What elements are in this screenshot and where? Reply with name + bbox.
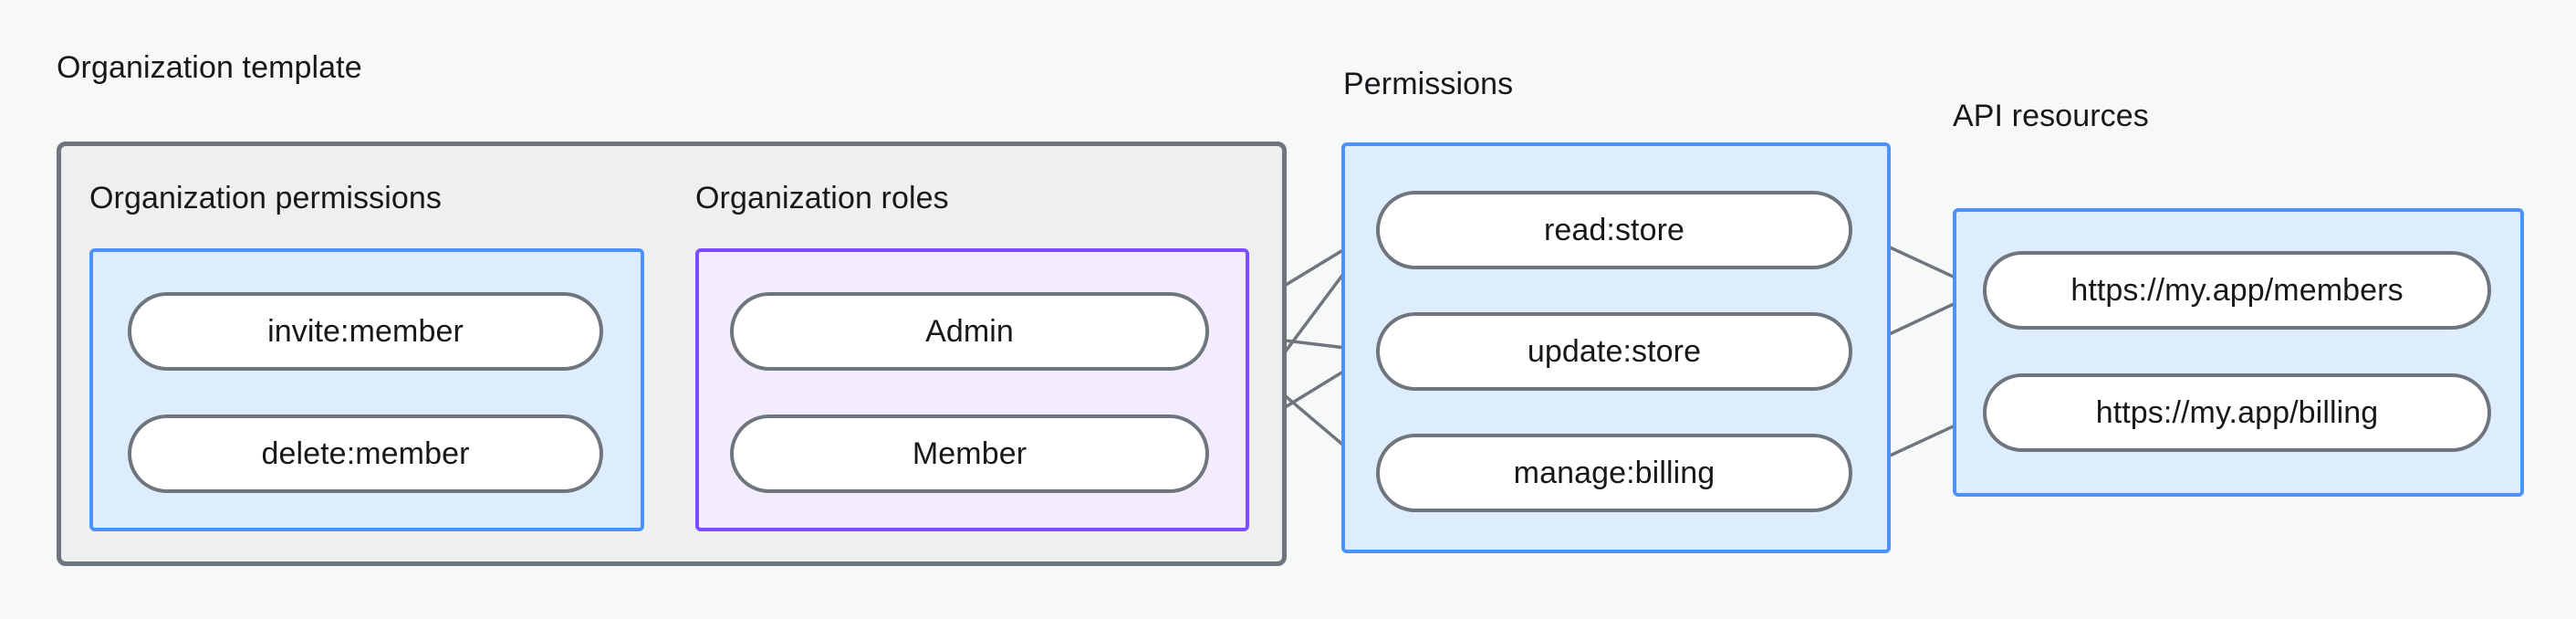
node-admin[interactable]: Admin — [730, 292, 1209, 371]
node-members-resource-label: https://my.app/members — [2070, 272, 2404, 308]
node-read-store[interactable]: read:store — [1376, 191, 1852, 269]
node-delete-member-label: delete:member — [261, 435, 470, 471]
node-invite-member[interactable]: invite:member — [128, 292, 603, 371]
node-delete-member[interactable]: delete:member — [128, 414, 603, 493]
node-manage-billing-label: manage:billing — [1513, 455, 1716, 490]
permissions-label: Permissions — [1343, 67, 1514, 101]
node-invite-member-label: invite:member — [267, 313, 464, 349]
organization-permissions-label: Organization permissions — [89, 181, 443, 215]
node-members-resource[interactable]: https://my.app/members — [1983, 251, 2491, 330]
node-update-store[interactable]: update:store — [1376, 312, 1852, 391]
node-member-label: Member — [912, 435, 1027, 471]
node-admin-label: Admin — [925, 313, 1014, 349]
node-update-store-label: update:store — [1527, 333, 1702, 369]
node-read-store-label: read:store — [1543, 212, 1685, 247]
organization-roles-label: Organization roles — [695, 181, 949, 215]
node-billing-resource-label: https://my.app/billing — [2095, 394, 2379, 430]
node-member[interactable]: Member — [730, 414, 1209, 493]
node-manage-billing[interactable]: manage:billing — [1376, 434, 1852, 512]
organization-template-label: Organization template — [57, 50, 362, 85]
api-resources-label: API resources — [1953, 99, 2149, 133]
node-billing-resource[interactable]: https://my.app/billing — [1983, 373, 2491, 452]
